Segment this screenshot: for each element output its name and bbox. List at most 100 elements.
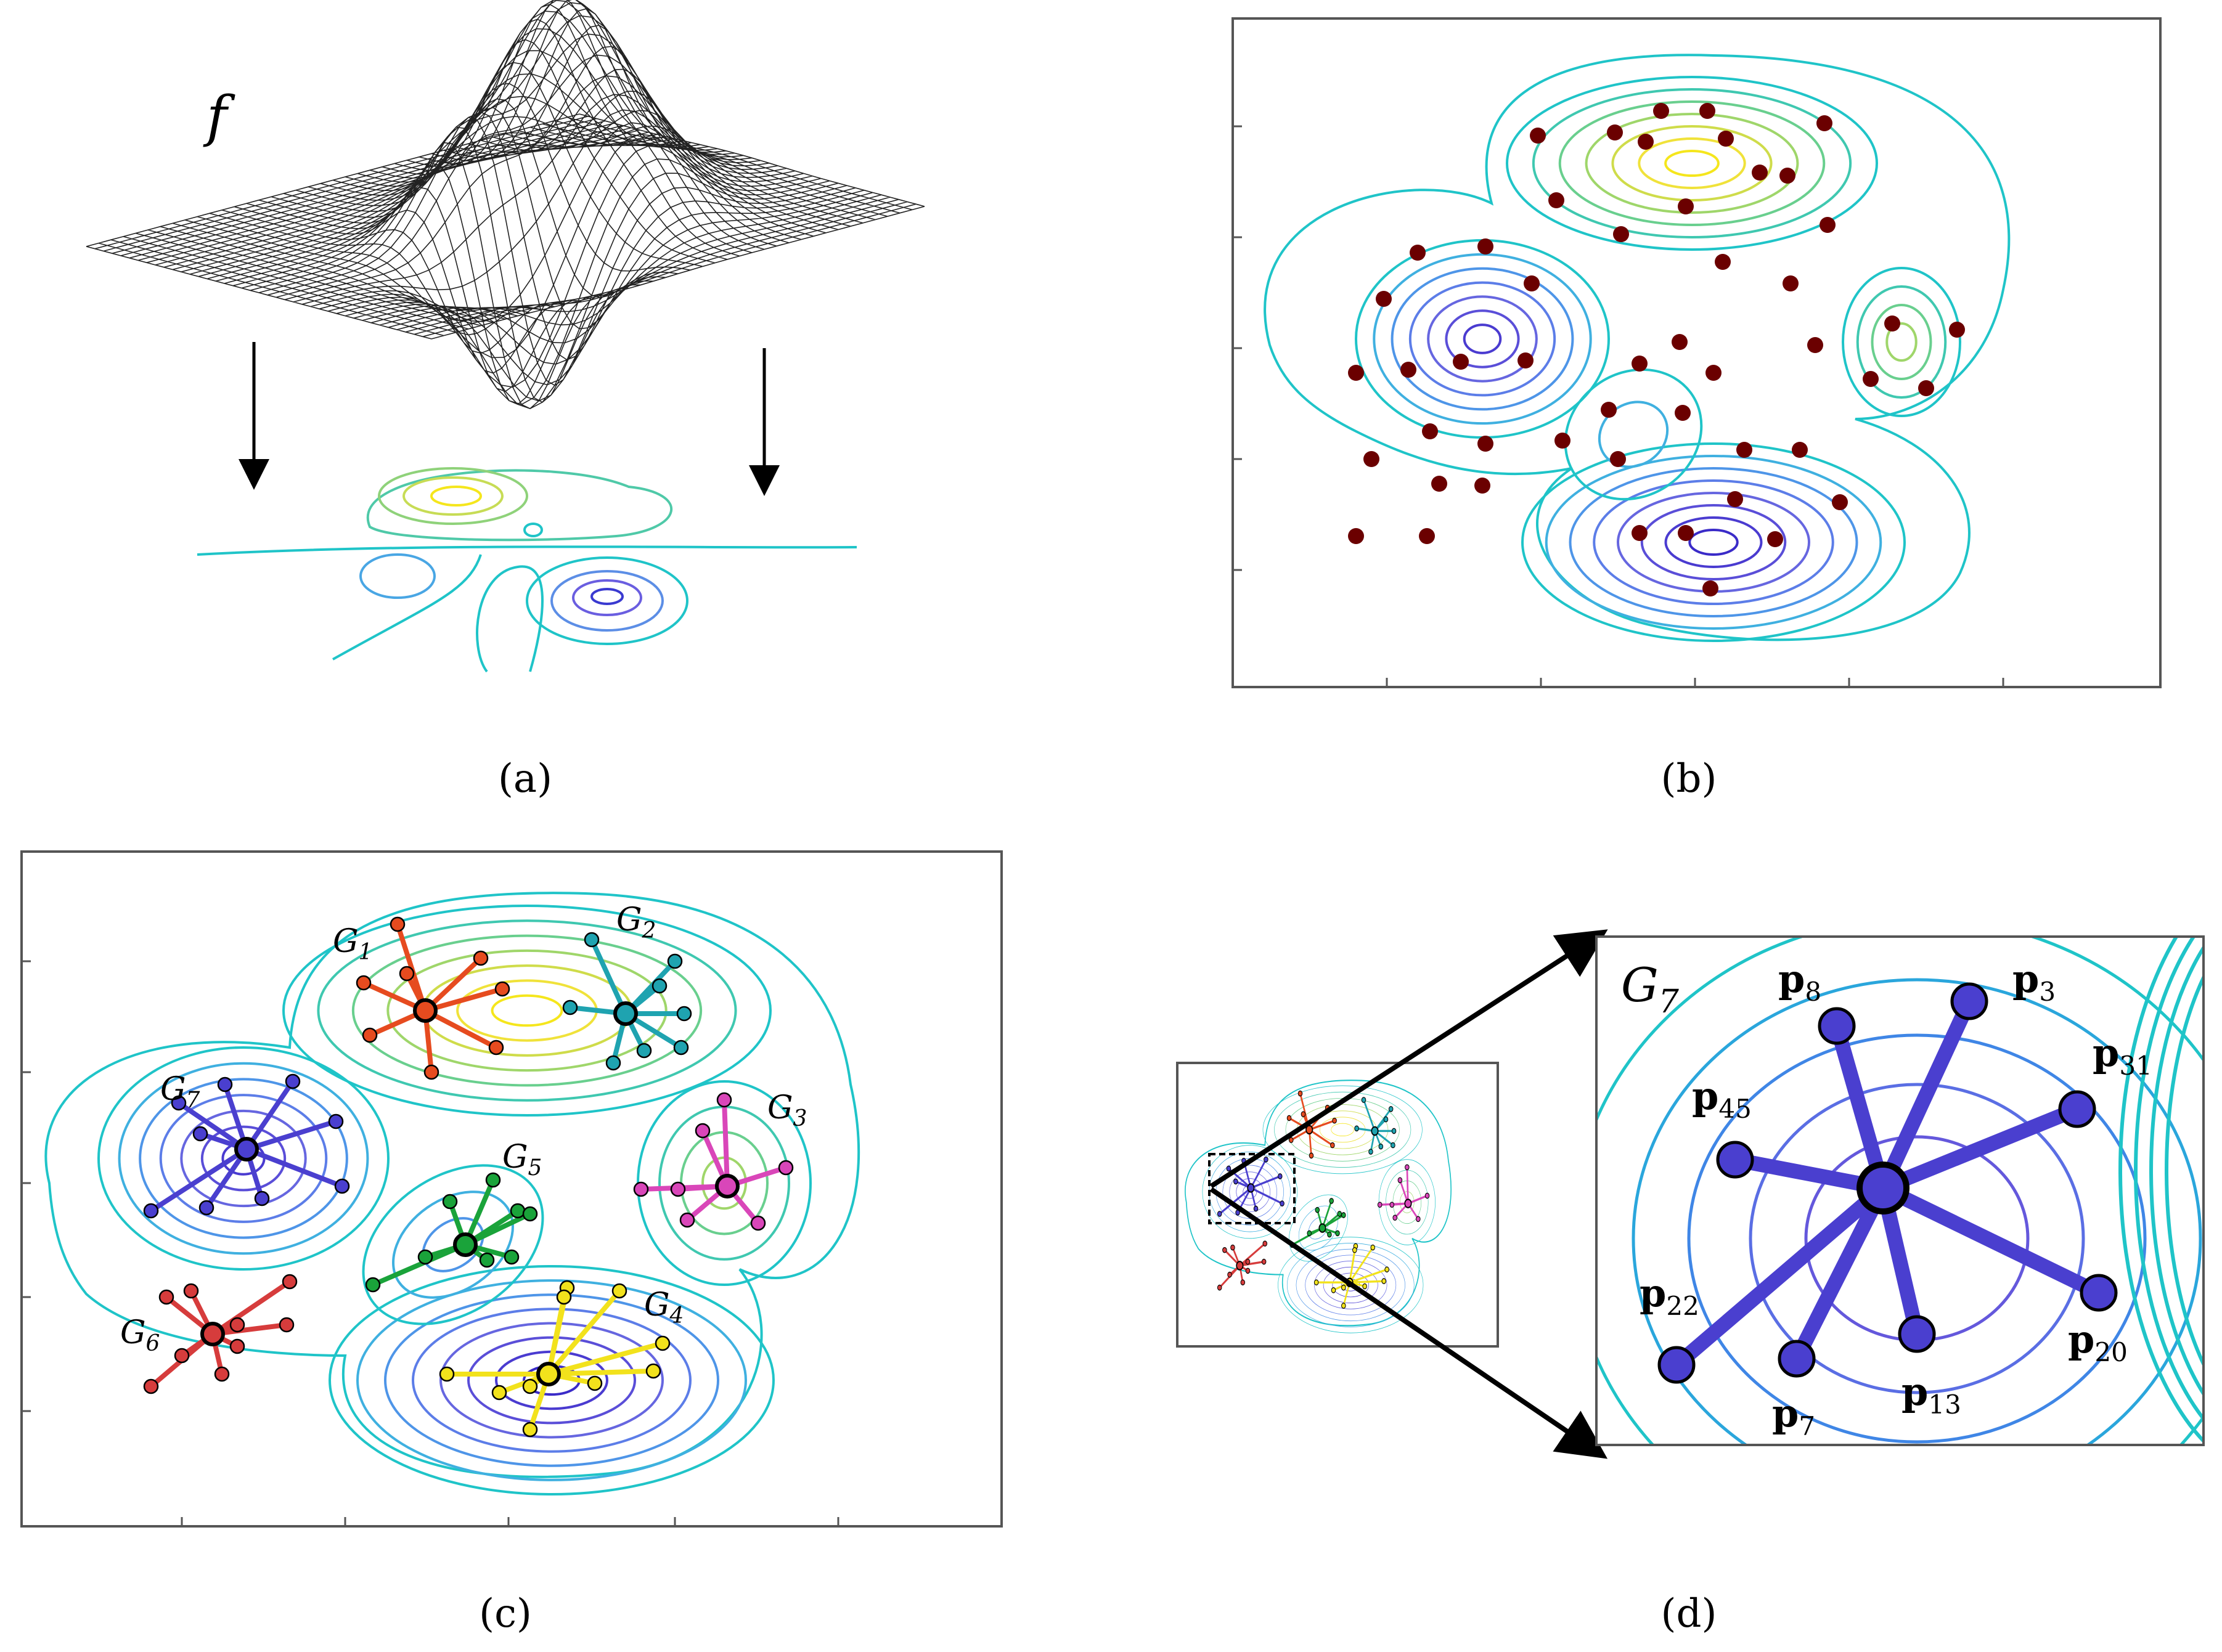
group-label-sub: 6 [146, 1331, 160, 1356]
data-point [1638, 134, 1654, 150]
thumb-leaf [1327, 1231, 1332, 1238]
thumb-leaf [1341, 1303, 1346, 1309]
zoom-point-label-base: p [2068, 1317, 2094, 1362]
thumb-leaf [1245, 1258, 1251, 1265]
contour-line [1506, 76, 1878, 251]
star-center [715, 1174, 740, 1198]
thumb-leaf [1261, 1258, 1267, 1265]
data-point [1792, 442, 1808, 458]
thumb-edge [1250, 1158, 1267, 1189]
thumb-leaf [1253, 1205, 1259, 1212]
surface-mesh [86, 0, 925, 410]
star-leaf [695, 1123, 711, 1139]
star-center [536, 1362, 561, 1386]
zoom-leaf [1657, 1346, 1696, 1384]
zoom-point-label: p31 [2093, 1030, 2152, 1081]
thumb-leaf [1309, 1152, 1314, 1159]
data-point [1675, 405, 1691, 421]
group-label-base: G [767, 1089, 793, 1126]
thumb-leaf [1405, 1164, 1410, 1171]
contour-line [1463, 323, 1502, 354]
data-point [1702, 580, 1718, 596]
zoom-leaf [1818, 1007, 1856, 1045]
star-leaf [651, 978, 668, 994]
contour-line [1323, 1266, 1378, 1304]
thumb-edge [1219, 1187, 1252, 1215]
contour-line [1593, 479, 1834, 605]
star-leaf [587, 1375, 603, 1391]
data-point [1524, 275, 1540, 291]
star-edge [424, 987, 504, 1013]
zoom-selection-box [1208, 1153, 1296, 1224]
thumb-leaf [1331, 1287, 1336, 1293]
star-leaf [522, 1422, 538, 1438]
star-leaf [556, 1289, 572, 1305]
star-edge [372, 1242, 467, 1287]
group-label-G5: G5 [502, 1139, 542, 1181]
contour-line [1274, 1091, 1411, 1168]
thumb-leaf [1383, 1116, 1389, 1123]
star-leaf [479, 1252, 495, 1268]
contour-line [1585, 113, 1799, 214]
star-center [234, 1137, 259, 1162]
group-label-base: G [333, 923, 359, 960]
zoom-edge [1876, 998, 1976, 1192]
thumb-leaf [1280, 1200, 1285, 1206]
star-leaf [229, 1317, 245, 1333]
data-point [1779, 168, 1795, 184]
thumb-center [1404, 1198, 1412, 1208]
group-label-sub: 5 [528, 1155, 542, 1181]
thumb-leaf [1222, 1247, 1227, 1253]
data-point [1607, 124, 1623, 140]
contour-outer [1185, 1080, 1452, 1327]
star-edge [722, 1099, 730, 1187]
thumb-leaf [1391, 1142, 1395, 1149]
star-leaf [562, 999, 578, 1015]
contour-line [1664, 150, 1720, 177]
contour-line [1558, 100, 1826, 226]
thumb-leaf [1389, 1202, 1395, 1208]
data-point [1715, 254, 1731, 270]
contour-line [1569, 467, 1858, 617]
star-edge [245, 1119, 337, 1152]
panel-b-frame [1231, 17, 2162, 688]
zoom-edge [1672, 1182, 1888, 1371]
star-leaf [158, 1289, 174, 1305]
contour-line [1688, 529, 1739, 556]
thumb-leaf [1424, 1192, 1430, 1199]
zoom-point-label-sub: 45 [1718, 1094, 1751, 1124]
zoom-leaf [2080, 1274, 2118, 1312]
data-point [1477, 436, 1493, 452]
cluster-star-G5 [365, 1172, 538, 1293]
contour-line [329, 1265, 775, 1495]
thumb-leaf [1377, 1202, 1383, 1208]
star-leaf [473, 950, 489, 966]
zoom-contour [1749, 1083, 2085, 1394]
star-edge [149, 1147, 248, 1213]
zoom-edge [1790, 1184, 1890, 1362]
zoom-leaf [1898, 1315, 1936, 1353]
contour-line [1611, 125, 1773, 201]
group-label-base: G [502, 1139, 528, 1176]
contour-line [1286, 1243, 1415, 1327]
contour-line [1640, 504, 1787, 580]
contour-line [1391, 267, 1574, 411]
thumb-leaf [1332, 1117, 1337, 1124]
zoom-contour [1632, 978, 2202, 1444]
star-leaf [485, 1172, 501, 1188]
data-point [1410, 245, 1426, 261]
contour-line [1856, 285, 1947, 399]
thumb-leaf [1240, 1279, 1246, 1286]
star-leaf [636, 1043, 652, 1059]
thumb-leaf [1341, 1284, 1346, 1291]
star-leaf [217, 1076, 233, 1093]
zoom-contour-corner [2149, 946, 2202, 1395]
star-center [200, 1322, 225, 1346]
thumb-leaf [1368, 1149, 1373, 1155]
data-point [1816, 115, 1832, 131]
star-leaf [417, 1249, 433, 1265]
group-label-G4: G4 [644, 1287, 684, 1329]
caption-d: (d) [1661, 1591, 1717, 1637]
cluster-star-G2 [562, 932, 692, 1071]
